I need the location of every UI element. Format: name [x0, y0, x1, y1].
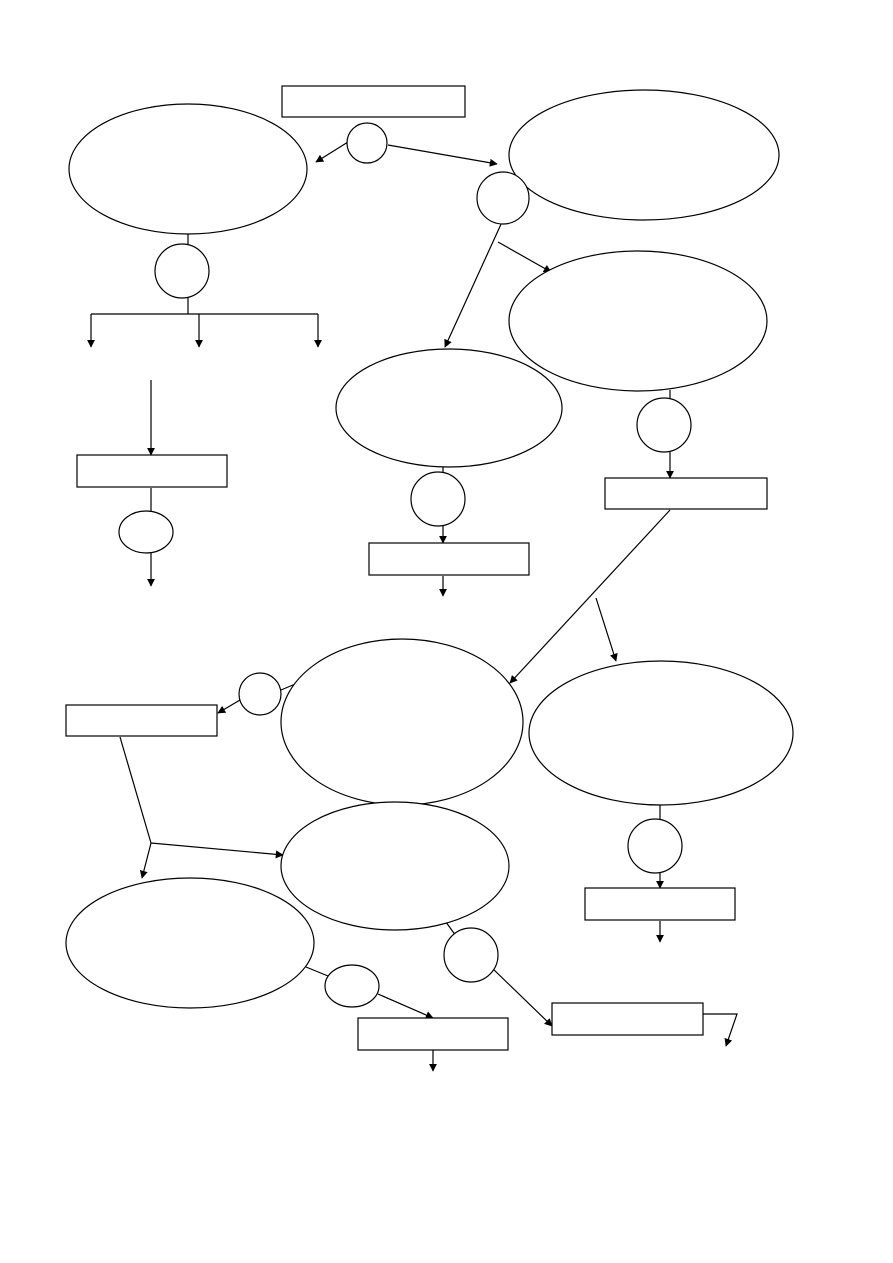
- node-top-left-ellipse: [68, 103, 308, 235]
- node-top-small-circle: [346, 122, 388, 164]
- node-left-small-circle: [154, 243, 210, 299]
- node-top-right-ellipse: [508, 89, 780, 221]
- node-right-mid-small-circle: [636, 397, 692, 453]
- node-center-ellipse: [335, 348, 563, 468]
- node-bottom-left-rect: [357, 1017, 509, 1051]
- node-right-rect: [604, 477, 768, 510]
- edge-c10-r6: [377, 993, 434, 1019]
- edge-c1-e2: [387, 144, 498, 167]
- node-right-small-circle: [476, 171, 530, 225]
- nodes: [65, 85, 794, 1051]
- node-bottom-left-small-circle: [324, 964, 380, 1008]
- edge-c8-r8: [490, 966, 553, 1027]
- edge-r4-e5: [509, 509, 671, 684]
- node-lower-right-rect: [584, 887, 736, 921]
- edge-r5-split: [119, 736, 152, 844]
- edge-c7-r5: [217, 699, 241, 714]
- node-lower-center-ellipse: [280, 638, 524, 806]
- edge-c4-e3: [444, 221, 503, 348]
- node-bottom-right-rect: [551, 1002, 704, 1036]
- node-bottom-center-small-circle: [443, 927, 499, 983]
- node-left-rect: [76, 454, 228, 488]
- node-center-small-circle: [410, 471, 466, 527]
- node-lower-right-ellipse: [528, 660, 794, 806]
- edge-r8-out: [703, 1013, 738, 1047]
- node-bottom-left-ellipse: [65, 877, 315, 1009]
- edge-to-e6: [595, 597, 618, 662]
- node-top-rect: [281, 85, 466, 118]
- node-left-lower-circle: [118, 510, 174, 554]
- node-bottom-center-ellipse: [280, 801, 510, 931]
- node-lower-left-rect: [65, 704, 218, 737]
- node-right-mid-ellipse: [508, 250, 768, 392]
- node-center-rect: [368, 542, 530, 576]
- edge-split-e7: [150, 842, 284, 859]
- node-lower-right-small-circle: [627, 818, 683, 874]
- edge-c4-e4: [497, 241, 552, 273]
- edge-c1-e1: [315, 141, 349, 163]
- edge-split-e8: [139, 842, 152, 879]
- node-lower-left-small-circle: [238, 672, 282, 716]
- edge-e8-c10: [305, 966, 329, 977]
